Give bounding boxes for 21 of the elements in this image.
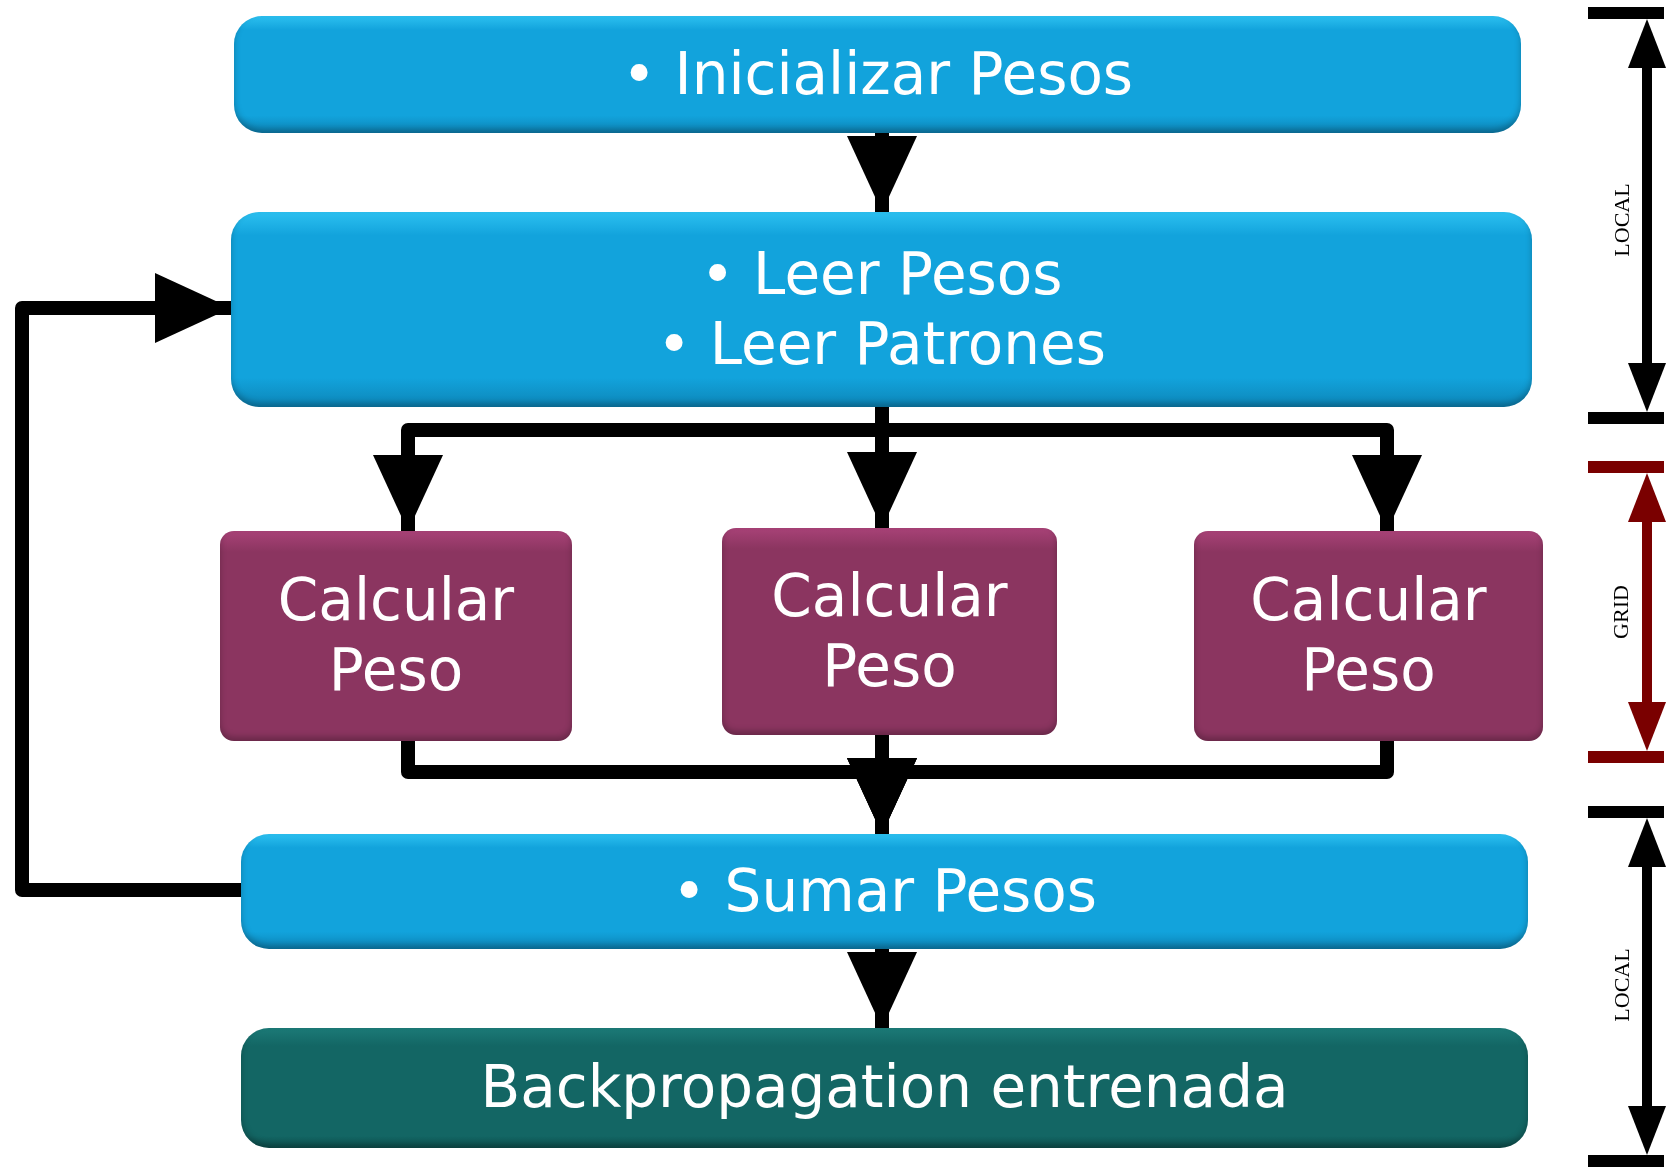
node-text: • Leer Pesos xyxy=(700,239,1063,310)
process-bar xyxy=(241,1028,1528,1148)
node-text: Calcular Peso xyxy=(770,561,1009,702)
dimension-label: LOCAL xyxy=(1608,948,1635,1022)
process-bar xyxy=(241,834,1528,949)
node-text: • Inicializar Pesos xyxy=(621,39,1134,110)
process-bar xyxy=(234,16,1521,133)
process-block xyxy=(1194,531,1543,741)
node-text: Backpropagation entrenada xyxy=(480,1053,1289,1123)
node-text: Calcular Peso xyxy=(1249,566,1488,706)
node-text: • Sumar Pesos xyxy=(671,856,1098,927)
arrow xyxy=(847,949,917,1028)
node-text: Calcular Peso xyxy=(276,566,516,706)
node-text: • Leer Patrones xyxy=(657,309,1106,380)
arrow xyxy=(847,133,917,212)
process-bar xyxy=(231,212,1532,407)
arrow xyxy=(15,273,241,897)
dimension-label: GRID xyxy=(1607,585,1634,639)
dimension-label: LOCAL xyxy=(1608,183,1635,257)
process-block xyxy=(722,528,1057,735)
process-block xyxy=(220,531,572,741)
